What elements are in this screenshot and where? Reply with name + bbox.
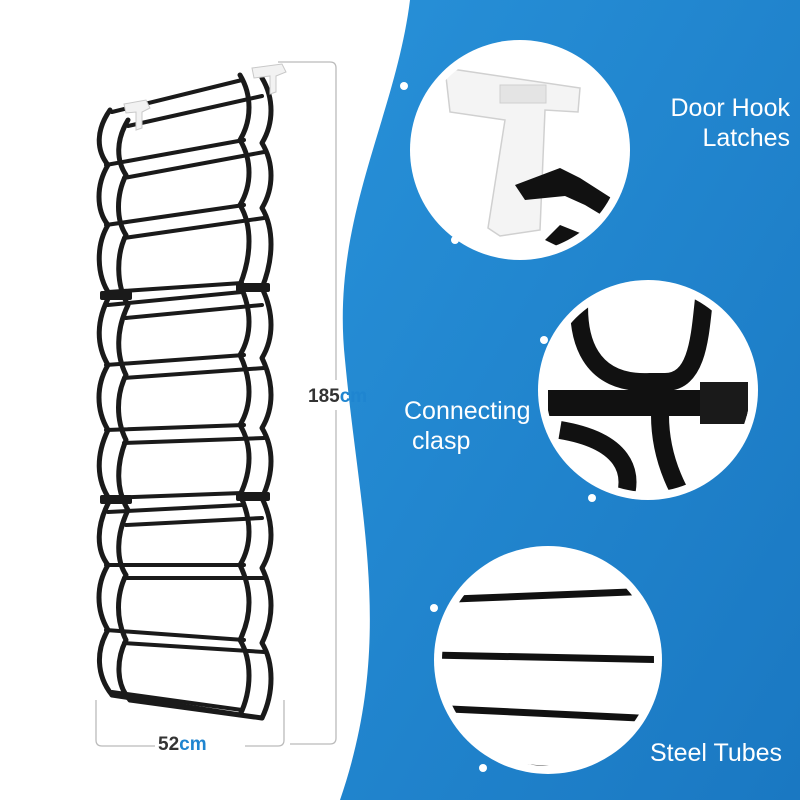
callout-connecting-clasp: Connecting clasp: [404, 396, 530, 456]
connecting-clasp-detail-icon: [538, 280, 758, 502]
callout-line: Connecting: [404, 397, 531, 425]
callout-line: Door Hook: [670, 94, 791, 122]
height-value: 185: [308, 386, 340, 407]
callout-steel-tubes: Steel Tubes: [650, 738, 782, 768]
width-value: 52: [158, 734, 180, 755]
height-unit: cm: [339, 386, 368, 407]
door-hook-latch-detail-icon: [400, 40, 630, 260]
width-unit: cm: [179, 734, 207, 755]
steel-tubes-detail-icon: [430, 546, 662, 774]
callout-line: Steel Tubes: [650, 739, 783, 767]
height-dimension-label: 185cm: [308, 386, 367, 408]
callout-door-hook-latches: Door Hook Latches: [654, 93, 791, 153]
callout-line: Latches: [702, 124, 790, 152]
width-dimension-label: 52cm: [158, 734, 207, 756]
callout-line: clasp: [412, 427, 471, 455]
